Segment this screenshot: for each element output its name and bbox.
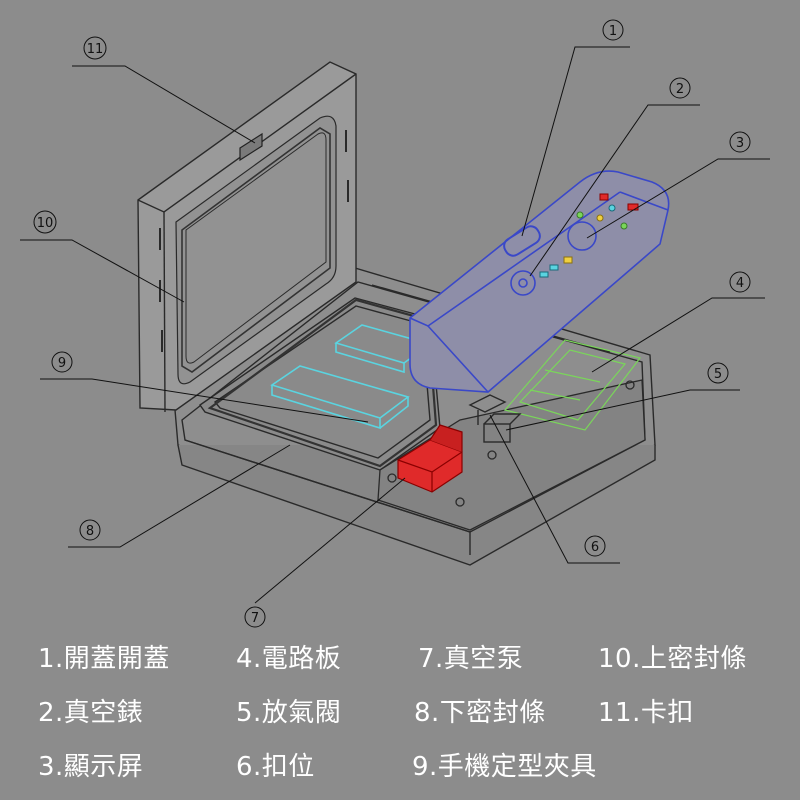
svg-text:10: 10 xyxy=(37,216,54,231)
svg-text:2: 2 xyxy=(676,82,684,97)
legend-item-2: 2.真空錶 xyxy=(38,698,144,728)
legend-item-8: 8.下密封條 xyxy=(414,698,546,728)
svg-text:1: 1 xyxy=(609,24,617,39)
svg-text:3: 3 xyxy=(736,136,744,151)
lid-open-button xyxy=(503,225,541,257)
lid xyxy=(137,61,357,413)
callout-3: 3 xyxy=(729,131,751,153)
svg-text:9: 9 xyxy=(58,356,66,371)
legend-item-3: 3.顯示屏 xyxy=(38,752,144,782)
callouts: 1 2 3 4 5 6 7 8 xyxy=(33,19,751,628)
callout-2: 2 xyxy=(669,77,691,99)
callout-4: 4 xyxy=(729,271,751,293)
svg-text:8: 8 xyxy=(86,524,94,539)
svg-text:7: 7 xyxy=(251,611,259,626)
svg-text:6: 6 xyxy=(591,540,599,555)
led-indicators xyxy=(539,193,639,278)
exploded-diagram: 1 2 3 4 5 6 7 8 xyxy=(20,19,770,628)
svg-text:4: 4 xyxy=(736,276,744,291)
legend-item-11: 11.卡扣 xyxy=(598,698,694,728)
release-valve xyxy=(483,413,522,443)
legend-item-4: 4.電路板 xyxy=(236,644,342,674)
legend-item-7: 7.真空泵 xyxy=(418,644,524,674)
display-screen xyxy=(567,221,597,251)
latch xyxy=(468,394,507,425)
callout-6: 6 xyxy=(584,535,606,557)
legend-item-10: 10.上密封條 xyxy=(598,644,747,674)
vacuum-gauge xyxy=(510,270,536,296)
lid-buckle xyxy=(239,132,263,162)
svg-text:11: 11 xyxy=(87,42,104,57)
callout-10: 10 xyxy=(33,210,57,234)
leader-lines xyxy=(20,46,770,604)
callout-1: 1 xyxy=(602,19,624,41)
legend-item-5: 5.放氣閥 xyxy=(236,698,342,728)
callout-11: 11 xyxy=(83,36,107,60)
legend-item-1: 1.開蓋開蓋 xyxy=(38,644,170,674)
vacuum-pump xyxy=(397,424,463,493)
callout-7: 7 xyxy=(244,606,266,628)
legend-item-6: 6.扣位 xyxy=(236,752,315,782)
svg-text:5: 5 xyxy=(714,367,722,382)
legend-item-9: 9.手機定型夾具 xyxy=(412,752,597,782)
callout-9: 9 xyxy=(51,351,73,373)
upper-seal xyxy=(181,127,331,373)
circuit-board xyxy=(503,339,642,431)
callout-8: 8 xyxy=(79,519,101,541)
parts-legend: 1.開蓋開蓋 2.真空錶 3.顯示屏 4.電路板 5.放氣閥 6.扣位 7.真空… xyxy=(0,630,800,800)
callout-5: 5 xyxy=(707,362,729,384)
control-panel xyxy=(409,170,670,393)
